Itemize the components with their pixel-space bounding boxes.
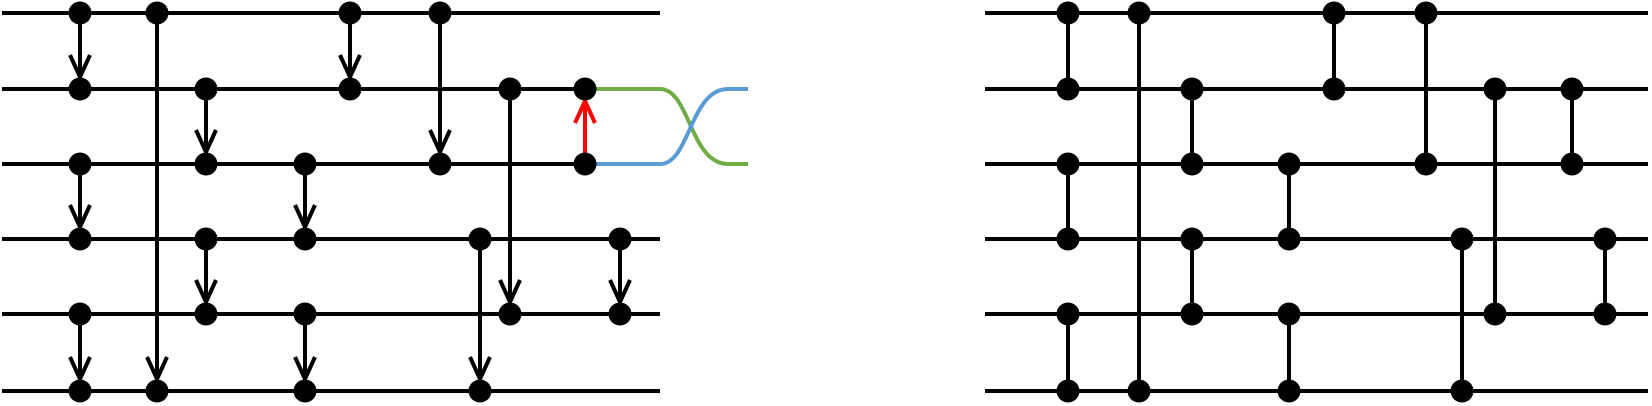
node-dot — [608, 302, 632, 326]
arrowhead — [338, 54, 362, 82]
arrowhead — [293, 204, 317, 232]
node-dot — [1056, 379, 1080, 403]
node-dot — [608, 227, 632, 251]
node-dot — [1056, 1, 1080, 25]
swap-wire-green — [585, 87, 748, 166]
node-dot — [498, 77, 522, 101]
node-dot — [428, 1, 452, 25]
node-dot — [1277, 227, 1301, 251]
node-dot — [573, 152, 597, 176]
node-dot — [1560, 77, 1584, 101]
node-dot — [1277, 302, 1301, 326]
node-dot — [1450, 227, 1474, 251]
arrowhead — [194, 279, 218, 307]
node-dot — [68, 1, 92, 25]
node-dot — [428, 152, 452, 176]
node-dot — [293, 227, 317, 251]
node-dot — [1180, 302, 1204, 326]
node-dot — [194, 77, 218, 101]
node-dot — [194, 302, 218, 326]
arrowhead — [498, 279, 522, 307]
node-dot — [1180, 227, 1204, 251]
arrowhead — [145, 356, 169, 384]
node-dot — [1056, 77, 1080, 101]
node-dot — [68, 379, 92, 403]
node-dot — [1483, 302, 1507, 326]
node-dot — [145, 1, 169, 25]
undirected-network-panel — [985, 1, 1648, 403]
node-dot — [1127, 379, 1151, 403]
node-dot — [68, 152, 92, 176]
node-dot — [1450, 379, 1474, 403]
node-dot — [1180, 77, 1204, 101]
node-dot — [293, 302, 317, 326]
node-dot — [68, 302, 92, 326]
node-dot — [1056, 302, 1080, 326]
node-dot — [1322, 77, 1346, 101]
arrowhead — [68, 54, 92, 82]
node-dot — [1180, 152, 1204, 176]
node-dot — [194, 152, 218, 176]
node-dot — [1056, 227, 1080, 251]
node-dot — [194, 227, 218, 251]
node-dot — [68, 77, 92, 101]
node-dot — [338, 1, 362, 25]
node-dot — [1593, 302, 1617, 326]
node-dot — [498, 302, 522, 326]
arrowhead — [428, 129, 452, 157]
node-dot — [1322, 1, 1346, 25]
directed-network-panel — [2, 1, 748, 403]
arrowhead — [68, 204, 92, 232]
arrowhead — [608, 279, 632, 307]
node-dot — [1560, 152, 1584, 176]
arrowhead — [68, 356, 92, 384]
arrowhead — [194, 129, 218, 157]
node-dot — [1483, 77, 1507, 101]
node-dot — [1414, 1, 1438, 25]
arrowhead — [293, 356, 317, 384]
arrowhead — [468, 356, 492, 384]
node-dot — [293, 152, 317, 176]
node-dot — [68, 227, 92, 251]
node-dot — [1277, 379, 1301, 403]
node-dot — [468, 379, 492, 403]
node-dot — [1056, 152, 1080, 176]
node-dot — [145, 379, 169, 403]
node-dot — [1127, 1, 1151, 25]
node-dot — [338, 77, 362, 101]
node-dot — [573, 77, 597, 101]
swap-wire-blue — [585, 87, 748, 166]
node-dot — [1414, 152, 1438, 176]
node-dot — [293, 379, 317, 403]
node-dot — [1277, 152, 1301, 176]
highlight-arrowhead — [573, 96, 597, 124]
node-dot — [1593, 227, 1617, 251]
node-dot — [468, 227, 492, 251]
